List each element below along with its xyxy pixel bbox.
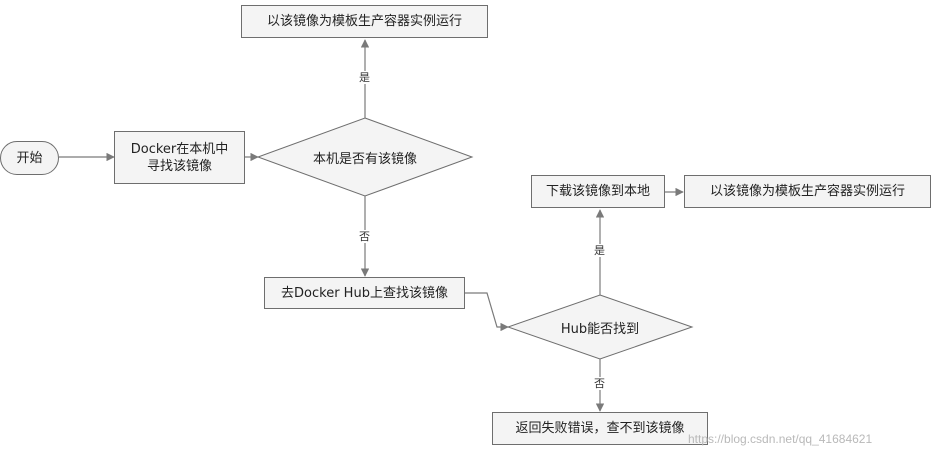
docker-search-local-node: Docker在本机中 寻找该镜像 (114, 131, 245, 184)
run-downloaded-label: 以该镜像为模板生产容器实例运行 (709, 184, 905, 199)
hub-no-label: 否 (593, 377, 606, 390)
check-hub-label-box: Hub能否找到 (508, 295, 692, 359)
search-hub-label: 去Docker Hub上查找该镜像 (281, 285, 448, 301)
search-hub-node: 去Docker Hub上查找该镜像 (264, 277, 465, 309)
check-local-label-box: 本机是否有该镜像 (258, 118, 472, 196)
run-local-label: 以该镜像为模板生产容器实例运行 (266, 14, 462, 29)
run-downloaded-node: 以该镜像为模板生产容器实例运行 (684, 175, 931, 208)
start-label: 开始 (16, 150, 43, 166)
download-node: 下载该镜像到本地 (531, 175, 665, 208)
check-local-label: 本机是否有该镜像 (312, 151, 417, 167)
watermark: https://blog.csdn.net/qq_41684621 (688, 432, 873, 446)
start-node: 开始 (0, 141, 59, 175)
check-hub-label: Hub能否找到 (560, 321, 640, 337)
local-yes-label: 是 (358, 71, 371, 84)
error-node: 返回失败错误，查不到该镜像 (492, 412, 708, 445)
arrow-hub-search-to-hub-check (465, 292, 509, 332)
hub-yes-label: 是 (593, 244, 606, 257)
local-no-label: 否 (358, 230, 371, 243)
docker-search-local-label: Docker在本机中 寻找该镜像 (130, 141, 229, 174)
run-local-node: 以该镜像为模板生产容器实例运行 (241, 5, 488, 38)
error-label: 返回失败错误，查不到该镜像 (515, 421, 685, 436)
download-label: 下载该镜像到本地 (545, 184, 650, 199)
